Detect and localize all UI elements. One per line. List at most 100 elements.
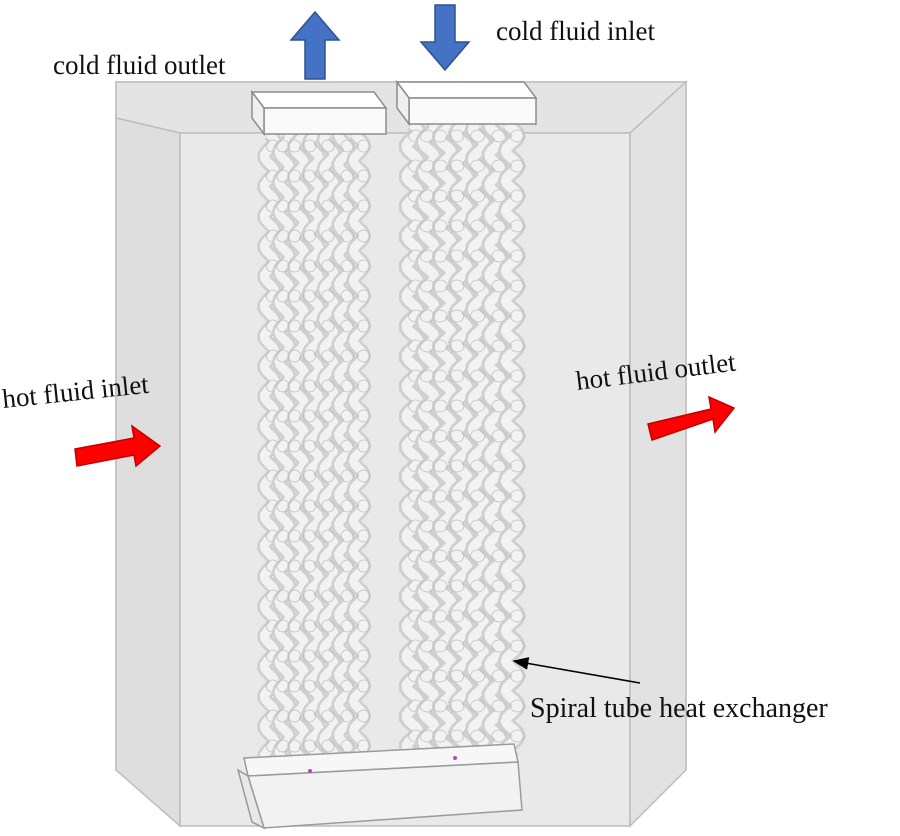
spiral-twist — [340, 409, 354, 423]
spiral-twist — [321, 139, 335, 153]
spiral-twist — [340, 619, 354, 633]
spiral-twist — [432, 279, 448, 293]
spiral-twist — [449, 729, 465, 743]
spiral-twist — [470, 129, 486, 143]
spiral-twist — [321, 229, 335, 243]
spiral-twist — [510, 489, 525, 503]
spiral-twist — [449, 609, 465, 623]
spiral-twist — [432, 159, 448, 173]
spiral-twist — [287, 739, 301, 753]
spiral-twist — [432, 429, 448, 443]
header-left — [250, 89, 388, 137]
spiral-twist — [287, 709, 301, 723]
spiral-twist — [287, 649, 301, 663]
spiral-twist — [491, 549, 507, 563]
spiral-twist — [491, 369, 507, 383]
spiral-twist — [287, 619, 301, 633]
spiral-twist — [470, 549, 486, 563]
spiral-twist — [287, 379, 301, 393]
spiral-twist — [340, 439, 354, 453]
spiral-twist — [340, 379, 354, 393]
spiral-twist — [432, 549, 448, 563]
spiral-twist — [432, 669, 448, 683]
spiral-twist — [340, 199, 354, 213]
spiral-twist — [470, 639, 486, 653]
spiral-twist — [340, 259, 354, 273]
spiral-twist — [432, 459, 448, 473]
arrow-down-icon — [419, 4, 471, 72]
spiral-twist — [449, 459, 465, 473]
spiral-twist — [340, 289, 354, 303]
spiral-twist — [449, 669, 465, 683]
spiral-twist — [449, 369, 465, 383]
spiral-twist — [321, 289, 335, 303]
spiral-twist — [432, 609, 448, 623]
arrow-left-icon — [512, 657, 641, 684]
spiral-twist — [321, 739, 335, 753]
spiral-twist — [357, 349, 371, 363]
spiral-twist — [449, 579, 465, 593]
spiral-twist — [302, 619, 316, 633]
spiral-twist — [510, 699, 525, 713]
spiral-twist — [340, 319, 354, 333]
spiral-twist — [510, 399, 525, 413]
spiral-twist — [510, 669, 525, 683]
spiral-twist — [287, 499, 301, 513]
spiral-twist — [357, 439, 371, 453]
spiral-twist — [449, 189, 465, 203]
spiral-twist — [321, 379, 335, 393]
spiral-twist — [287, 319, 301, 333]
spiral-twist — [470, 399, 486, 413]
spiral-twist — [357, 649, 371, 663]
spiral-twist — [340, 499, 354, 513]
spiral-twist — [357, 139, 371, 153]
spiral-twist — [510, 459, 525, 473]
spiral-twist — [432, 579, 448, 593]
spiral-twist — [287, 439, 301, 453]
spiral-twist — [510, 339, 525, 353]
spiral-twist — [510, 159, 525, 173]
spiral-twist — [510, 369, 525, 383]
spiral-twist — [340, 349, 354, 363]
spiral-twist — [321, 709, 335, 723]
spiral-twist — [449, 159, 465, 173]
spiral-twist — [287, 589, 301, 603]
spiral-twist — [340, 529, 354, 543]
spiral-twist — [357, 289, 371, 303]
tube-bundle-left — [257, 128, 372, 782]
spiral-twist — [340, 139, 354, 153]
spiral-twist — [321, 169, 335, 183]
spiral-twist — [449, 279, 465, 293]
spiral-twist — [357, 559, 371, 573]
spiral-twist — [340, 649, 354, 663]
spiral-twist — [321, 649, 335, 663]
arrow-right-icon — [74, 424, 162, 468]
spiral-twist — [287, 469, 301, 483]
spiral-twist — [357, 259, 371, 273]
spiral-tube-highlight — [417, 122, 440, 762]
spiral-twist — [470, 189, 486, 203]
spiral-twist — [449, 309, 465, 323]
spiral-twist — [321, 469, 335, 483]
spiral-twist — [302, 229, 316, 243]
spiral-twist — [357, 619, 371, 633]
spiral-twist — [432, 729, 448, 743]
spiral-twist — [321, 409, 335, 423]
spiral-twist — [449, 489, 465, 503]
spiral-twist — [287, 169, 301, 183]
spiral-twist — [470, 309, 486, 323]
spiral-twist — [340, 469, 354, 483]
spiral-twist — [321, 439, 335, 453]
spiral-twist — [491, 279, 507, 293]
spiral-twist — [321, 349, 335, 363]
spiral-twist — [340, 559, 354, 573]
tube-bundle-right — [398, 117, 526, 766]
spiral-twist — [491, 639, 507, 653]
spiral-tube-highlight — [333, 133, 354, 780]
spiral-twist — [470, 609, 486, 623]
spiral-twist — [491, 489, 507, 503]
spiral-twist — [449, 639, 465, 653]
spiral-twist — [510, 429, 525, 443]
spiral-twist — [321, 589, 335, 603]
spiral-twist — [449, 519, 465, 533]
